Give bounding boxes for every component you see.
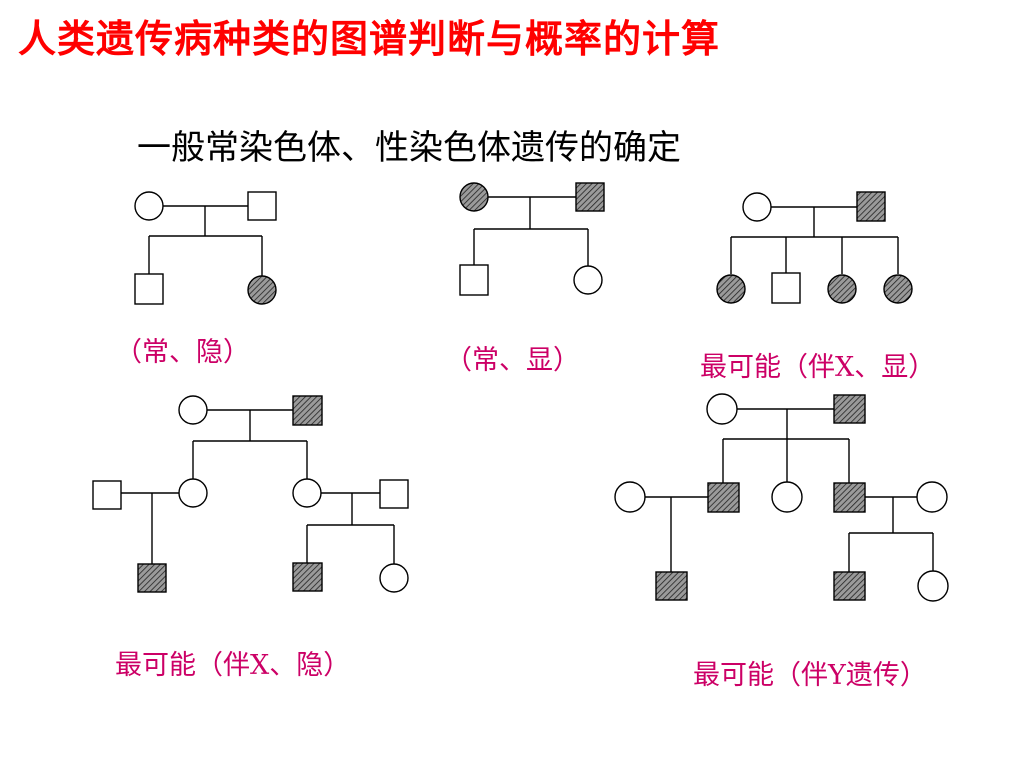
male-affected bbox=[707, 482, 740, 513]
male-affected bbox=[833, 571, 866, 601]
female-unaffected bbox=[614, 481, 646, 513]
male-unaffected bbox=[92, 480, 122, 510]
male-affected bbox=[655, 571, 688, 601]
male-affected bbox=[833, 482, 866, 513]
female-affected bbox=[827, 274, 857, 304]
female-unaffected bbox=[292, 478, 322, 508]
female-affected bbox=[459, 182, 489, 212]
slide-title: 人类遗传病种类的图谱判断与概率的计算 bbox=[18, 17, 721, 61]
male-unaffected bbox=[771, 272, 801, 304]
male-unaffected bbox=[134, 273, 164, 305]
slide-subtitle: 一般常染色体、性染色体遗传的确定 bbox=[137, 128, 681, 168]
female-unaffected bbox=[379, 563, 409, 593]
female-unaffected bbox=[178, 478, 208, 508]
pedigree-3 bbox=[716, 191, 913, 304]
male-unaffected bbox=[459, 264, 489, 296]
female-affected bbox=[247, 275, 277, 305]
pedigree-1-caption: （常、隐） bbox=[115, 337, 250, 368]
male-affected bbox=[292, 562, 323, 592]
male-affected bbox=[856, 191, 886, 222]
pedigree-4-caption: 最可能（伴X、隐） bbox=[115, 650, 351, 681]
female-affected bbox=[716, 274, 746, 304]
pedigree-2-caption: （常、显） bbox=[445, 345, 580, 376]
female-unaffected bbox=[573, 265, 603, 295]
female-unaffected bbox=[771, 481, 803, 513]
pedigree-4 bbox=[92, 395, 409, 593]
female-unaffected bbox=[916, 481, 948, 513]
female-unaffected bbox=[706, 393, 738, 425]
pedigree-5-caption: 最可能（伴Y遗传） bbox=[693, 660, 927, 691]
female-unaffected bbox=[178, 395, 208, 425]
pedigree-1 bbox=[134, 191, 277, 305]
female-affected bbox=[883, 274, 913, 304]
male-affected bbox=[575, 182, 605, 212]
male-unaffected bbox=[379, 479, 409, 509]
male-unaffected bbox=[247, 191, 277, 221]
pedigree-3-caption: 最可能（伴X、显） bbox=[700, 352, 936, 383]
female-unaffected bbox=[917, 570, 949, 602]
pedigree-5 bbox=[614, 393, 949, 602]
female-unaffected bbox=[742, 192, 772, 222]
male-affected bbox=[137, 563, 167, 593]
male-affected bbox=[833, 394, 866, 424]
male-affected bbox=[292, 395, 323, 426]
female-unaffected bbox=[134, 191, 164, 221]
pedigree-2 bbox=[459, 182, 605, 296]
